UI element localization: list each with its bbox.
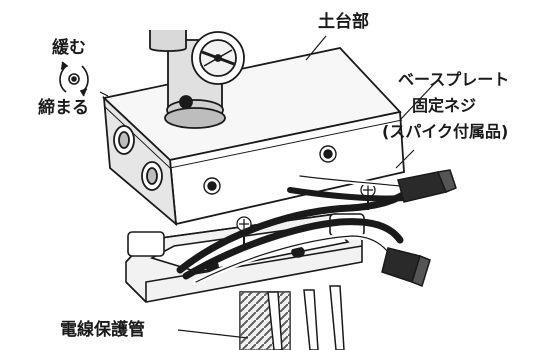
wire-nut-icon [381,169,457,287]
label-tighten: 締まる [38,98,89,118]
leader-lines [99,35,435,339]
base-unit-box [102,47,405,227]
label-loosen: 緩む [52,38,86,58]
box-screw-left [203,177,221,195]
gauge-fitting [149,30,245,129]
conduit-pipe [239,291,291,350]
label-base-plate-screw: ベースプレート [398,70,510,89]
label-base-unit: 土台部 [318,12,369,32]
wire-bundle [176,173,414,285]
box-screw-right [319,145,337,163]
label-fixing-screw: 固定ネジ [412,96,477,115]
rotation-arrows-icon [59,61,89,97]
label-conduit: 電線保護管 [60,320,145,340]
spike-legs [267,285,345,350]
label-spike-accessory: (スパイク付属品) [382,122,509,141]
